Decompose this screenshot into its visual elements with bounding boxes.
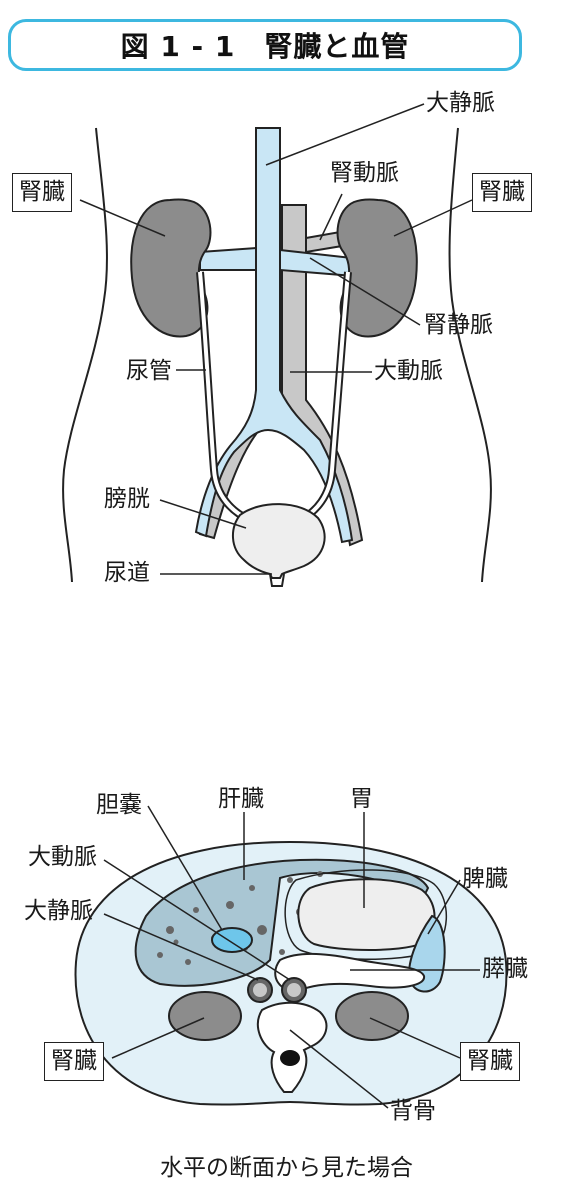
- label-aorta: 大動脈: [374, 358, 443, 384]
- cross-section-caption: 水平の断面から見た場合: [160, 1155, 413, 1181]
- label-pancreas: 膵臓: [482, 956, 528, 982]
- label-kidney-left-cross: 腎臓: [44, 1042, 104, 1081]
- urethra-shape: [269, 573, 285, 587]
- label-renal-artery: 腎動脈: [330, 160, 399, 186]
- label-bladder: 膀胱: [104, 486, 150, 512]
- label-kidney-right-cross: 腎臓: [460, 1042, 520, 1081]
- label-liver: 肝臓: [218, 786, 264, 812]
- label-spine: 背骨: [390, 1098, 436, 1124]
- figure-title: 図 1 - 1 腎臓と血管: [8, 19, 522, 71]
- kidney-left-cross: [168, 991, 242, 1041]
- label-vena-cava: 大静脈: [426, 90, 495, 116]
- body-outline-right: [448, 127, 492, 583]
- label-aorta-cross: 大動脈: [28, 844, 97, 870]
- cross-section-diagram: [74, 805, 508, 1109]
- label-ureter: 尿管: [126, 358, 172, 384]
- label-kidney-left: 腎臓: [12, 173, 72, 212]
- front-view-diagram: [62, 103, 492, 587]
- label-gallbladder: 胆嚢: [96, 792, 142, 818]
- body-outline-left: [62, 127, 108, 583]
- stomach-shape: [297, 878, 436, 951]
- kidney-right-shape: [336, 198, 418, 338]
- label-renal-vein: 腎静脈: [424, 312, 493, 338]
- label-kidney-right: 腎臓: [472, 173, 532, 212]
- spinal-canal: [280, 1050, 300, 1066]
- gallbladder-shape: [211, 927, 253, 953]
- bladder-shape: [232, 503, 326, 579]
- label-vena-cava-cross: 大静脈: [24, 898, 93, 924]
- kidney-right-cross: [335, 991, 409, 1041]
- spine-shape: [256, 1001, 328, 1093]
- label-spleen: 脾臓: [462, 866, 508, 892]
- label-urethra: 尿道: [104, 560, 150, 586]
- kidney-left-shape: [130, 198, 212, 338]
- label-stomach: 胃: [350, 786, 373, 812]
- renal-vein-left: [199, 246, 257, 271]
